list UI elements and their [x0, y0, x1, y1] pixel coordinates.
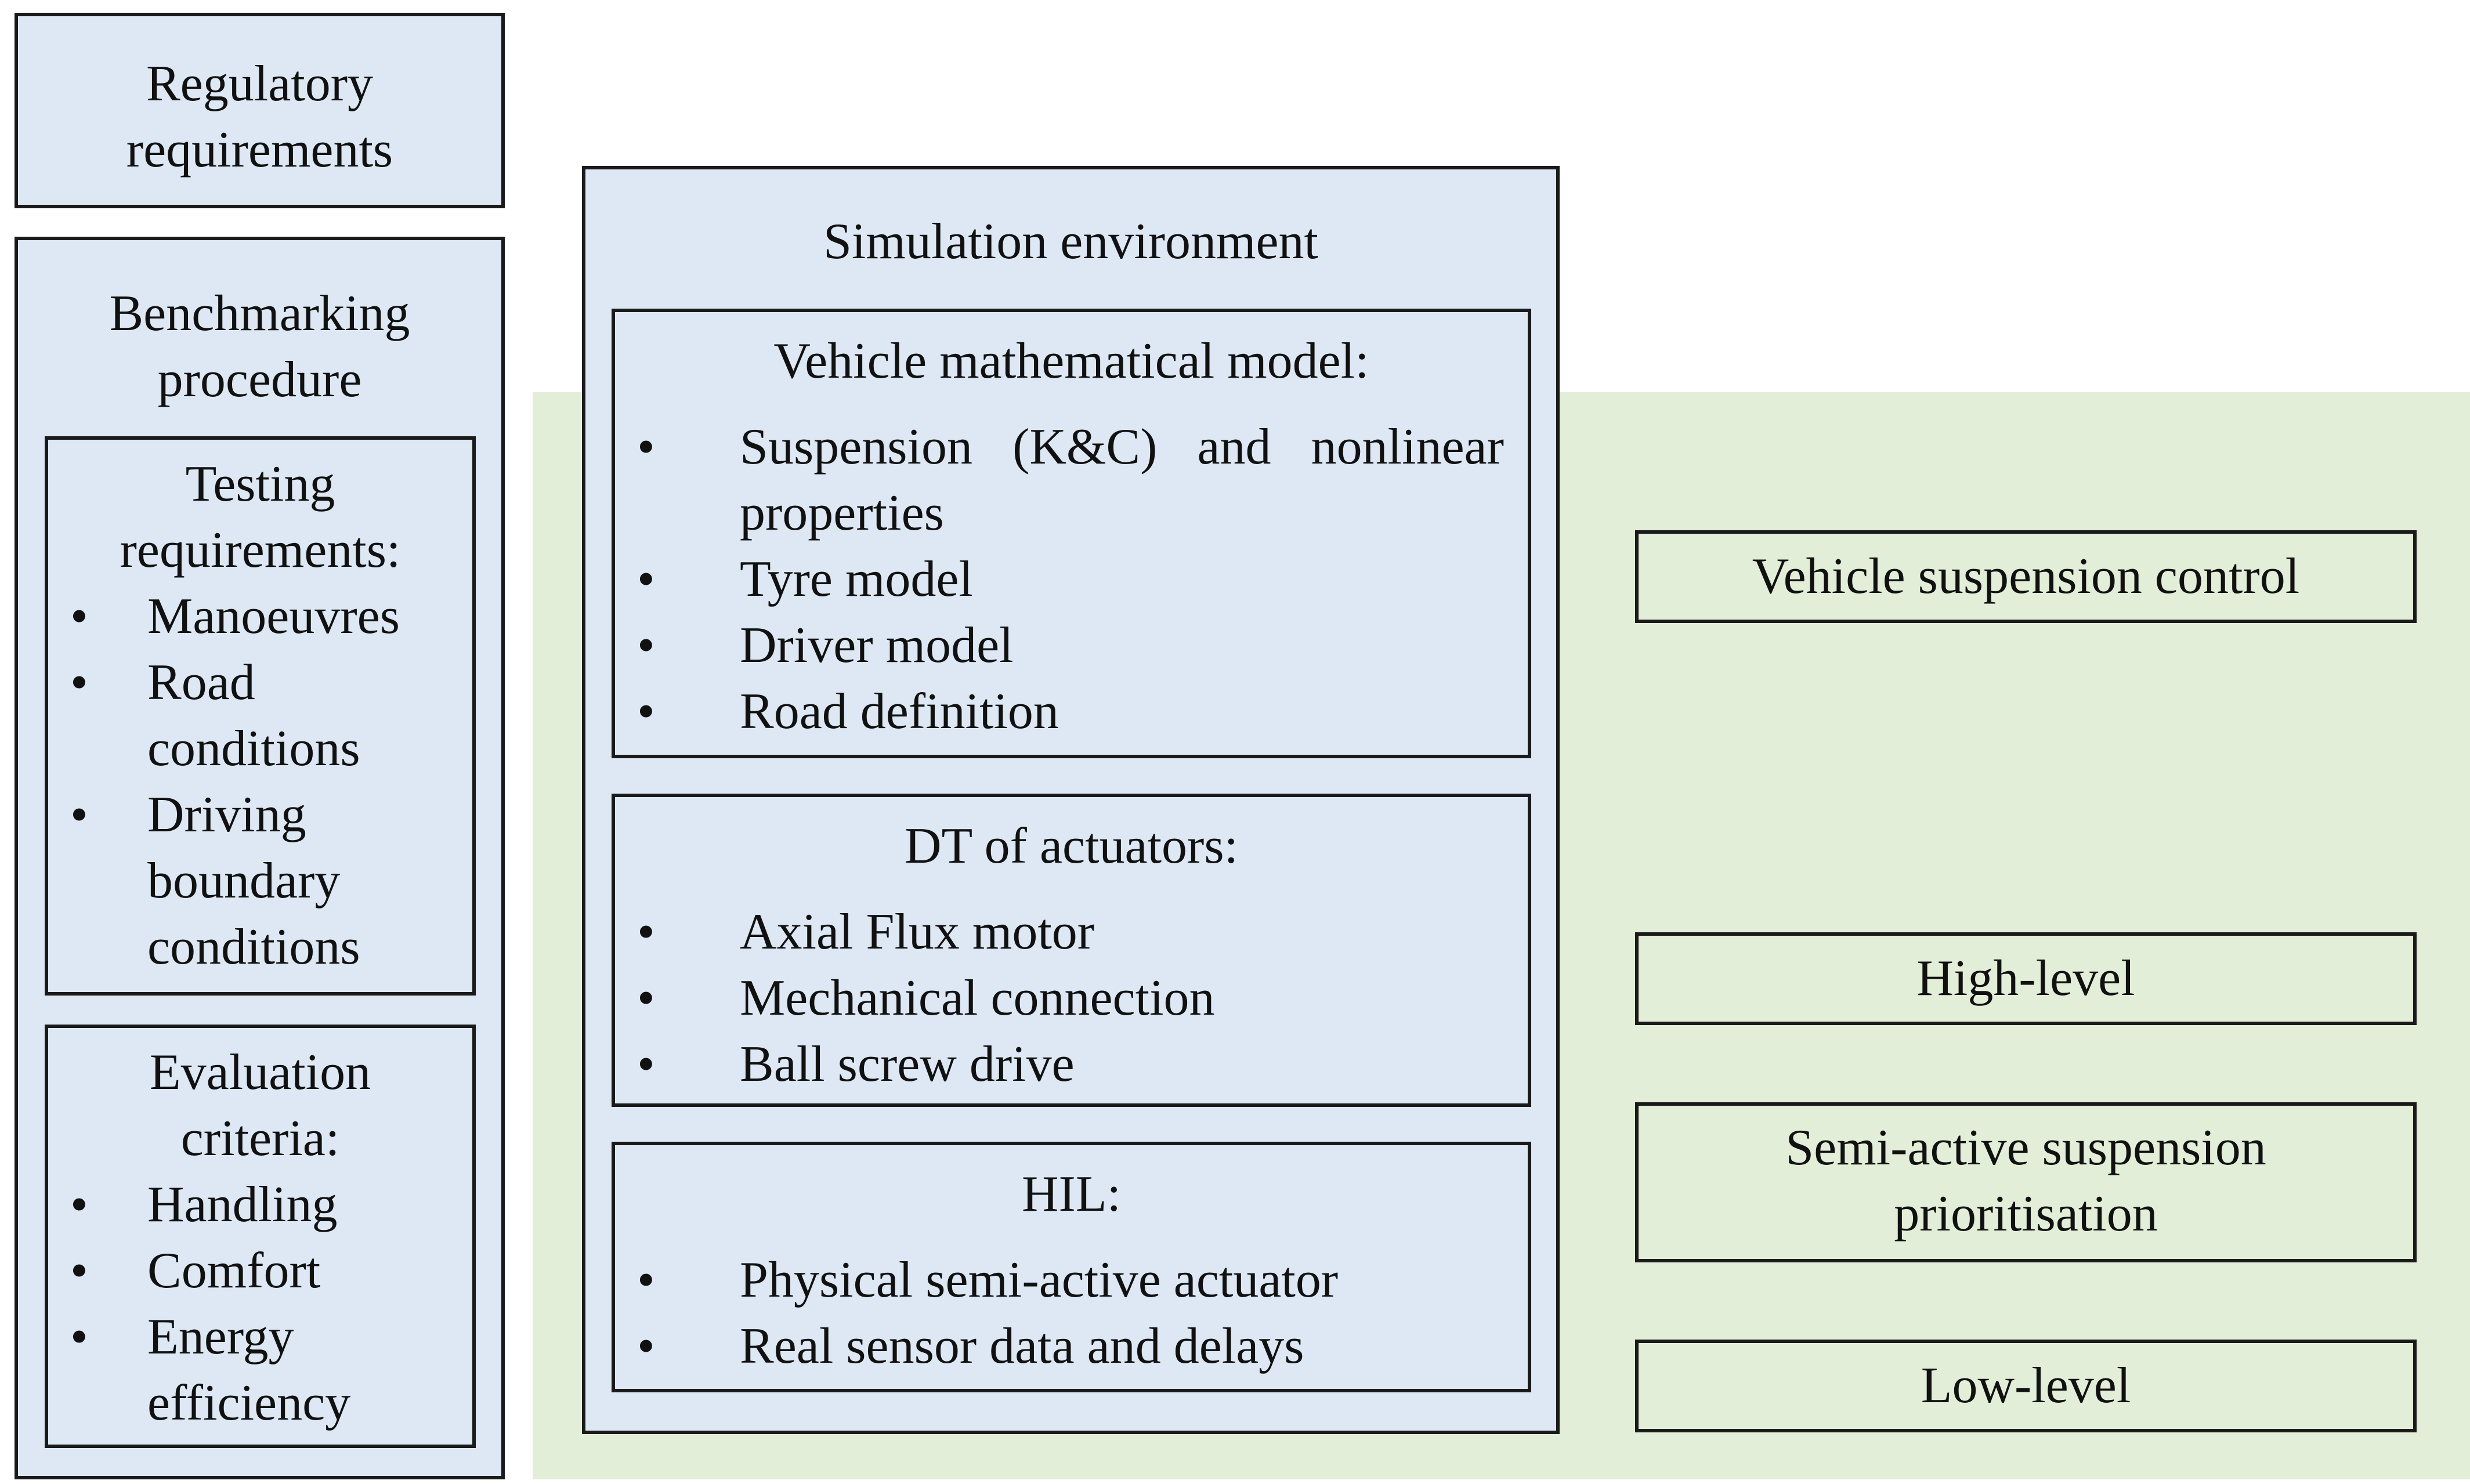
bullet-icon: • — [70, 1243, 88, 1299]
regulatory-title-line-1: Regulatory — [146, 56, 373, 112]
list-item: • Road definition — [637, 679, 1504, 745]
semi-active-label-line-2: prioritisation — [1894, 1186, 2158, 1242]
benchmarking-procedure-box: Benchmarking procedure Testing requireme… — [15, 237, 505, 1479]
list-item-text: Driver model — [740, 617, 1014, 674]
vehicle-model-title: Vehicle mathematical model: — [773, 333, 1369, 389]
list-item: • Real sensor data and delays — [637, 1313, 1504, 1380]
list-item: • Driving boundary conditions — [70, 782, 465, 980]
bullet-icon: • — [70, 654, 88, 711]
list-item: • Tyre model — [637, 546, 1504, 613]
list-item-text: efficiency — [147, 1375, 351, 1431]
list-item: • Ball screw drive — [637, 1031, 1504, 1098]
simulation-environment-box: Simulation environment Vehicle mathemati… — [582, 166, 1560, 1434]
testing-requirements-box: Testing requirements: • Manoeuvres • Roa… — [45, 436, 476, 996]
testing-title-line-2: requirements: — [120, 522, 401, 578]
list-item: • Driver model — [637, 613, 1504, 679]
list-item-text: conditions — [147, 721, 360, 777]
list-item: • Physical semi-active actuator — [637, 1247, 1504, 1313]
bullet-icon: • — [637, 1036, 655, 1092]
bullet-icon: • — [637, 970, 655, 1026]
simulation-title: Simulation environment — [823, 213, 1318, 270]
list-item-text: Real sensor data and delays — [740, 1318, 1304, 1374]
list-item-text: Road — [147, 654, 255, 711]
list-item-text: Suspension (K&C) and nonlinear — [740, 419, 1504, 475]
list-item-text: Manoeuvres — [147, 588, 400, 645]
low-level-box: Low-level — [1635, 1340, 2417, 1432]
bullet-icon: • — [70, 1309, 88, 1365]
benchmarking-title-line-1: Benchmarking — [109, 285, 410, 342]
bullet-icon: • — [637, 617, 655, 674]
list-item-text: properties — [740, 485, 944, 541]
dt-actuators-box: DT of actuators: • Axial Flux motor • Me… — [612, 794, 1531, 1107]
bullet-icon: • — [637, 1252, 655, 1308]
vehicle-suspension-control-label: Vehicle suspension control — [1752, 548, 2300, 605]
semi-active-prioritisation-box: Semi-active suspension prioritisation — [1635, 1102, 2417, 1262]
regulatory-title-line-2: requirements — [126, 122, 393, 178]
evaluation-title-line-2: criteria: — [180, 1110, 340, 1167]
bullet-icon: • — [637, 419, 655, 475]
high-level-label: High-level — [1916, 950, 2135, 1007]
bullet-icon: • — [70, 787, 88, 843]
semi-active-label-line-1: Semi-active suspension — [1785, 1120, 2266, 1176]
testing-title-line-1: Testing — [185, 456, 335, 512]
bullet-icon: • — [70, 588, 88, 645]
bullet-icon: • — [637, 904, 655, 960]
bullet-icon: • — [70, 1177, 88, 1233]
bullet-icon: • — [637, 1318, 655, 1374]
low-level-label: Low-level — [1921, 1358, 2131, 1414]
list-item: • Energy efficiency — [70, 1304, 465, 1436]
list-item: • Handling — [70, 1172, 465, 1238]
vehicle-model-box: Vehicle mathematical model: • Suspension… — [612, 309, 1531, 758]
list-item-text: Driving — [147, 787, 306, 843]
list-item-text: Tyre model — [740, 551, 973, 607]
evaluation-title-line-1: Evaluation — [149, 1044, 371, 1101]
list-item-text: Axial Flux motor — [740, 904, 1095, 960]
evaluation-criteria-box: Evaluation criteria: • Handling • Comfor… — [45, 1025, 476, 1448]
dt-actuators-title: DT of actuators: — [904, 818, 1239, 874]
hil-title: HIL: — [1021, 1166, 1122, 1222]
list-item-text: Physical semi-active actuator — [740, 1252, 1339, 1308]
list-item-text: conditions — [147, 919, 360, 975]
list-item: • Road conditions — [70, 650, 465, 782]
list-item-text: boundary — [147, 853, 341, 909]
hil-box: HIL: • Physical semi-active actuator • R… — [612, 1142, 1531, 1392]
list-item-text: Handling — [147, 1177, 338, 1233]
high-level-box: High-level — [1635, 932, 2417, 1025]
list-item-text: Road definition — [740, 683, 1059, 740]
list-item: • Manoeuvres — [70, 584, 465, 650]
list-item-text: Energy — [147, 1309, 294, 1365]
regulatory-requirements-box: Regulatory requirements — [15, 13, 505, 208]
list-item: • Axial Flux motor — [637, 899, 1504, 965]
bullet-icon: • — [637, 683, 655, 740]
list-item: • Suspension (K&C) and nonlinear propert… — [637, 414, 1504, 546]
benchmarking-title-line-2: procedure — [157, 352, 362, 408]
list-item-text: Comfort — [147, 1243, 321, 1299]
bullet-icon: • — [637, 551, 655, 607]
list-item-text: Mechanical connection — [740, 970, 1215, 1026]
vehicle-suspension-control-box: Vehicle suspension control — [1635, 530, 2417, 623]
list-item: • Mechanical connection — [637, 965, 1504, 1031]
list-item: • Comfort — [70, 1238, 465, 1304]
list-item-text: Ball screw drive — [740, 1036, 1075, 1092]
